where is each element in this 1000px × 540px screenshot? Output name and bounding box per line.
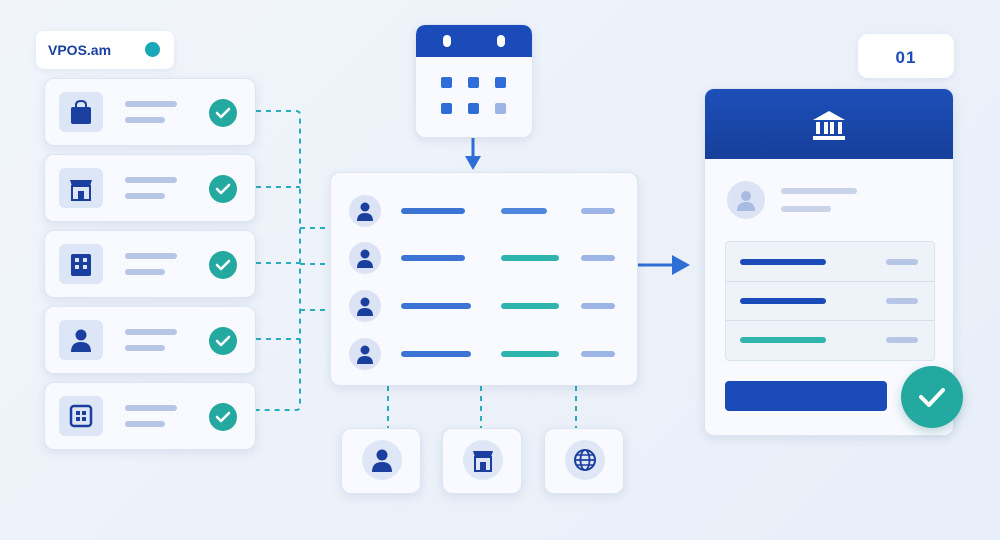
placeholder-line: [125, 253, 177, 259]
placeholder-bar: [501, 208, 547, 214]
user-icon: [737, 191, 755, 211]
placeholder-bar: [581, 303, 615, 309]
check-badge: [209, 327, 237, 355]
bank-icon: [813, 111, 845, 140]
step-badge: 01: [858, 34, 954, 78]
placeholder-line: [125, 269, 165, 275]
placeholder-bar: [581, 255, 615, 261]
placeholder-bar: [501, 351, 559, 357]
placeholder-bar: [581, 208, 615, 214]
grid-app-icon: [69, 404, 93, 428]
source-card-3: [44, 230, 256, 298]
storefront-icon: [473, 451, 493, 472]
source-trunk-line: [256, 110, 301, 411]
check-icon: [215, 335, 231, 347]
success-check-badge: [901, 366, 963, 428]
shopping-bag-icon: [71, 99, 91, 124]
user-icon: [357, 249, 373, 268]
output-card-store: [442, 428, 522, 494]
check-icon: [215, 259, 231, 271]
source-card-1: [44, 78, 256, 146]
placeholder-line: [125, 193, 165, 199]
profile-avatar: [727, 181, 765, 219]
placeholder-line: [125, 345, 165, 351]
placeholder-line: [125, 177, 177, 183]
placeholder-bar: [886, 259, 918, 265]
globe-icon: [574, 449, 596, 471]
placeholder-line: [781, 188, 857, 194]
placeholder-bar: [501, 303, 559, 309]
placeholder-bar: [581, 351, 615, 357]
user-icon: [71, 329, 91, 352]
table-divider: [726, 281, 934, 282]
source-icon-tile: [59, 320, 103, 360]
brand-badge: VPOS.am: [36, 31, 174, 69]
avatar: [349, 242, 381, 274]
source-card-2: [44, 154, 256, 222]
output-card-user: [341, 428, 421, 494]
placeholder-bar: [740, 298, 826, 304]
placeholder-bar: [501, 255, 559, 261]
calendar-arrow-head: [465, 156, 481, 170]
placeholder-line: [125, 329, 177, 335]
placeholder-bar: [740, 259, 826, 265]
calendar-card: [415, 24, 533, 138]
placeholder-bar: [886, 337, 918, 343]
placeholder-bar: [740, 337, 826, 343]
avatar: [349, 338, 381, 370]
source-card-5: [44, 382, 256, 450]
placeholder-line: [125, 405, 177, 411]
user-icon: [357, 345, 373, 364]
output-icon-circle: [362, 440, 402, 480]
user-icon: [357, 202, 373, 221]
table-divider: [726, 320, 934, 321]
bank-panel-header: [705, 89, 953, 159]
step-number: 01: [895, 48, 917, 67]
output-icon-circle: [565, 440, 605, 480]
user-icon: [357, 297, 373, 316]
confirm-button[interactable]: [725, 381, 887, 411]
calendar-icon: [416, 25, 532, 114]
avatar: [349, 195, 381, 227]
output-card-web: [544, 428, 624, 494]
source-icon-tile: [59, 244, 103, 284]
check-badge: [209, 251, 237, 279]
placeholder-bar: [886, 298, 918, 304]
avatar: [349, 290, 381, 322]
hub-list-card: [330, 172, 638, 386]
check-badge: [209, 175, 237, 203]
check-badge: [209, 99, 237, 127]
panel-arrow-head: [672, 255, 690, 275]
user-icon: [372, 449, 392, 472]
transaction-table: [725, 241, 935, 361]
source-card-4: [44, 306, 256, 374]
source-icon-tile: [59, 168, 103, 208]
brand-name: VPOS.am: [48, 42, 112, 58]
placeholder-line: [125, 101, 177, 107]
placeholder-bar: [401, 255, 465, 261]
placeholder-line: [125, 421, 165, 427]
placeholder-line: [125, 117, 165, 123]
placeholder-bar: [401, 351, 471, 357]
source-icon-tile: [59, 396, 103, 436]
check-icon: [215, 411, 231, 423]
check-icon: [919, 388, 945, 407]
building-icon: [71, 254, 91, 276]
placeholder-line: [781, 206, 831, 212]
check-icon: [215, 183, 231, 195]
brand-dot: [145, 42, 160, 57]
output-icon-circle: [463, 440, 503, 480]
check-icon: [215, 107, 231, 119]
source-icon-tile: [59, 92, 103, 132]
check-badge: [209, 403, 237, 431]
storefront-icon: [70, 180, 92, 201]
placeholder-bar: [401, 303, 471, 309]
placeholder-bar: [401, 208, 465, 214]
